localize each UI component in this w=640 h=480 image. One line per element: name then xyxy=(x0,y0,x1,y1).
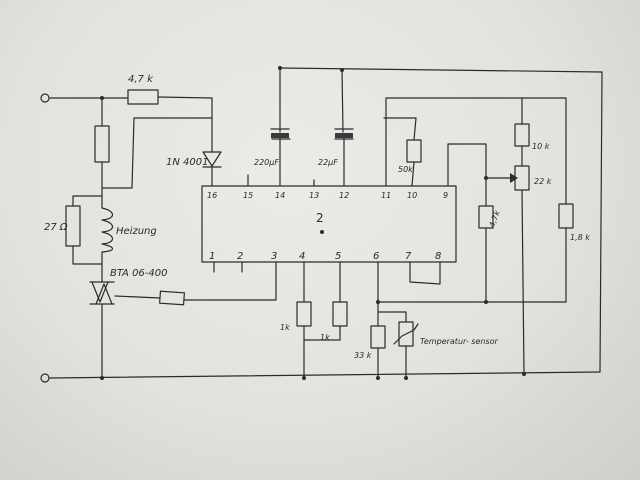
label-sensor: Temperatur- sensor xyxy=(420,337,499,346)
resistor-4k7-top xyxy=(127,89,159,105)
resistor-4k7-right xyxy=(478,205,494,229)
label-r-4k7: 4,7k xyxy=(487,209,502,229)
label-r-27: 27 Ω xyxy=(44,222,68,233)
temperature-sensor xyxy=(393,321,419,347)
wires xyxy=(49,67,603,379)
ic-pin-2: 2 xyxy=(237,251,243,262)
ic-pin-6: 6 xyxy=(373,251,379,262)
resistor-50k xyxy=(406,139,422,163)
diode-1n4001 xyxy=(202,147,222,168)
label-r-top: 4,7 k xyxy=(128,74,154,85)
ic-pin-14: 14 xyxy=(275,191,285,200)
label-triac: BTA 06-400 xyxy=(110,268,168,279)
input-terminal-top xyxy=(40,93,50,103)
label-diode: 1N 4001 xyxy=(166,157,208,168)
ic-pin-8: 8 xyxy=(435,251,441,262)
ic-pin-4: 4 xyxy=(299,251,305,262)
ic-number: 2 xyxy=(316,211,324,225)
resistor-1k-b xyxy=(332,301,348,327)
potentiometer-22k xyxy=(510,165,530,191)
label-r-1k8: 1,8 k xyxy=(570,233,590,242)
resistor-10k xyxy=(514,123,530,147)
label-r-10k: 10 k xyxy=(532,142,550,151)
label-r-50k: 50k xyxy=(398,165,413,174)
resistor-33k xyxy=(370,325,386,349)
label-sensor-line: Temperatur- sensor xyxy=(420,337,499,346)
resistor-27 xyxy=(65,205,81,247)
resistor-1k-a xyxy=(296,301,312,327)
capacitor-220uf xyxy=(270,128,291,140)
ic-pin-1: 1 xyxy=(209,251,215,262)
ic-pin-13: 13 xyxy=(309,191,319,200)
label-r-1k-b: 1k xyxy=(320,333,330,342)
ic-pin-11: 11 xyxy=(381,191,391,200)
ic-pin-5: 5 xyxy=(335,251,341,262)
label-cap1: 220µF xyxy=(254,158,279,167)
heater-coil xyxy=(101,207,114,253)
ic-pins-top: 16 15 14 13 12 11 10 9 xyxy=(207,191,448,200)
ic-pin-9: 9 xyxy=(443,191,448,200)
resistor-gate xyxy=(159,290,185,306)
junction-dots xyxy=(100,66,526,380)
capacitor-22uf xyxy=(334,128,354,140)
label-heater: Heizung xyxy=(116,226,157,237)
ic-pins-bottom: 1 2 3 4 5 6 7 8 xyxy=(209,251,441,262)
ic-pin-7: 7 xyxy=(405,251,412,262)
ic-pin-16: 16 xyxy=(207,191,217,200)
label-r-1k-a: 1k xyxy=(280,323,290,332)
ic-pin-3: 3 xyxy=(271,251,277,262)
ic-pin-10: 10 xyxy=(407,191,417,200)
input-terminal-bottom xyxy=(40,373,50,383)
resistor-left-supply xyxy=(94,125,110,163)
ic-pin-12: 12 xyxy=(339,191,349,200)
triac xyxy=(89,281,115,305)
ic-dot xyxy=(320,230,324,234)
resistor-1k8 xyxy=(558,203,574,229)
ic-pin-15: 15 xyxy=(243,191,253,200)
label-pot-22k: 22 k xyxy=(534,177,552,186)
label-cap2: 22µF xyxy=(318,158,338,167)
ic-chip xyxy=(201,185,457,263)
label-r-33k: 33 k xyxy=(354,351,372,360)
